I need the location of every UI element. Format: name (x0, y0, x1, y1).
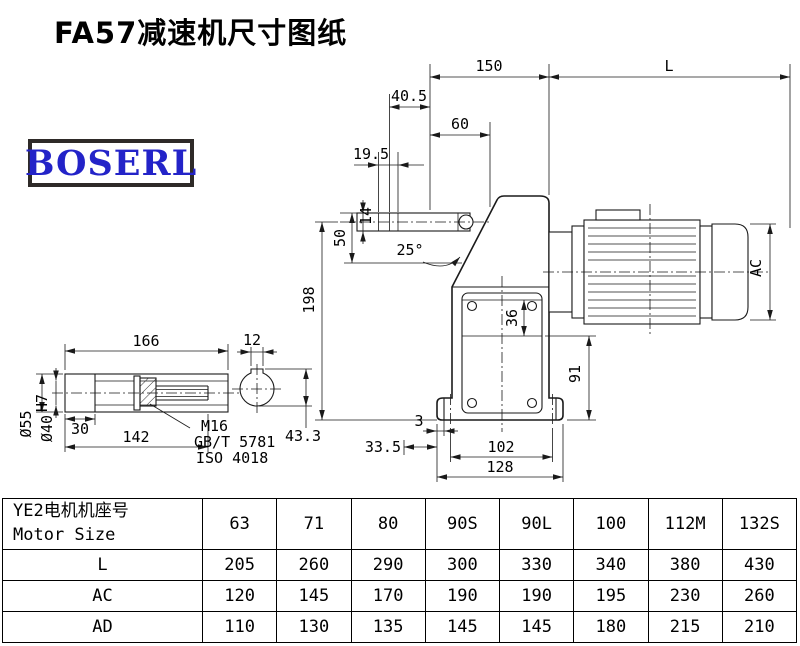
dim-36-label: 36 (503, 309, 521, 327)
dim-angle-label: 25° (396, 241, 423, 259)
table-header-motor-size: YE2电机机座号 Motor Size (2, 498, 203, 550)
input-shaft (340, 212, 492, 232)
dim-3-label: 3 (414, 412, 423, 430)
table-size-header: 90L (498, 498, 575, 550)
table-cell: 145 (424, 611, 501, 643)
dim-102-label: 102 (487, 438, 514, 456)
dim-128-label: 128 (486, 458, 513, 476)
table-size-header: 100 (573, 498, 649, 550)
boserl-logo: BOSERL (24, 139, 198, 187)
dim-166-label: 166 (132, 332, 159, 350)
dimension-labels: 150 L 40.5 60 19.5 14 50 25° 198 36 AC 9… (17, 57, 765, 476)
table-size-header: 80 (350, 498, 426, 550)
gearbox-housing-side-view (436, 195, 564, 432)
table-row-AD: AD 110 130 135 145 145 180 215 210 (2, 611, 798, 643)
note-m16-label: M16 (201, 417, 228, 435)
dim-40-tolerance-label: H7 (33, 394, 51, 412)
dim-142-label: 142 (122, 428, 149, 446)
dim-19-5-label: 19.5 (353, 145, 389, 163)
dim-33-5-label: 33.5 (365, 438, 401, 456)
dim-14-label: 14 (357, 207, 375, 225)
dimension-lines (39, 74, 790, 480)
dim-43-3-label: 43.3 (285, 427, 321, 445)
motor-fins (588, 227, 696, 317)
dim-55-label: Ø55 (17, 410, 35, 437)
angle-leader-arc (422, 256, 461, 267)
table-cell: 190 (498, 580, 575, 612)
table-size-header: 132S (721, 498, 798, 550)
table-cell: 430 (721, 549, 798, 581)
table-cell: 340 (573, 549, 649, 581)
table-cell: 135 (350, 611, 426, 643)
dim-40-label: Ø40 (38, 415, 56, 442)
dim-40-5-label: 40.5 (391, 87, 427, 105)
motor-size-table: YE2电机机座号 Motor Size 63 71 80 90S 90L 100… (2, 498, 798, 643)
table-cell: 180 (573, 611, 649, 643)
table-size-header: 63 (201, 498, 278, 550)
table-row-L: L 205 260 290 300 330 340 380 430 (2, 549, 798, 581)
table-cell: 290 (350, 549, 426, 581)
note-gbt-label: GB/T 5781 (194, 433, 275, 451)
table-cell: 120 (201, 580, 278, 612)
table-cell: 380 (647, 549, 723, 581)
boserl-logo-text: BOSERL (24, 142, 198, 184)
table-cell: 300 (424, 549, 501, 581)
table-cell: 260 (721, 580, 798, 612)
table-cell: 210 (721, 611, 798, 643)
dim-198-label: 198 (300, 286, 318, 313)
table-cell: 145 (276, 580, 352, 612)
dim-12-label: 12 (243, 331, 261, 349)
dim-150-label: 150 (475, 57, 502, 75)
table-cell: 145 (498, 611, 575, 643)
table-cell: 110 (201, 611, 278, 643)
retaining-bolt-head (139, 377, 157, 407)
table-size-header: 90S (424, 498, 501, 550)
table-cell: 190 (424, 580, 501, 612)
dim-91-label: 91 (566, 365, 584, 383)
table-cell: 330 (498, 549, 575, 581)
motor-size-en: Motor Size (13, 525, 116, 545)
table-row-label: L (2, 549, 203, 581)
table-cell: 215 (647, 611, 723, 643)
table-cell: 260 (276, 549, 352, 581)
dim-L-label: L (664, 57, 673, 75)
motor-size-cn: YE2电机机座号 (13, 501, 129, 522)
terminal-box (595, 209, 641, 221)
motor-outline (543, 204, 770, 334)
table-row-label: AC (2, 580, 203, 612)
table-cell: 205 (201, 549, 278, 581)
shaft-bore-section-view (232, 364, 282, 414)
dim-AC-label: AC (747, 259, 765, 277)
gearbox-dimension-drawing: 150 L 40.5 60 19.5 14 50 25° 198 36 AC 9… (17, 57, 791, 482)
table-cell: 130 (276, 611, 352, 643)
dim-60-label: 60 (451, 115, 469, 133)
table-cell: 195 (573, 580, 649, 612)
table-header-row: YE2电机机座号 Motor Size 63 71 80 90S 90L 100… (2, 498, 798, 550)
table-cell: 170 (350, 580, 426, 612)
dim-50-label: 50 (331, 229, 349, 247)
hollow-shaft-detail-view (52, 373, 240, 429)
note-iso-label: ISO 4018 (196, 449, 268, 467)
table-size-header: 112M (647, 498, 723, 550)
table-row-AC: AC 120 145 170 190 190 195 230 260 (2, 580, 798, 612)
bolt-leader-line (149, 403, 191, 429)
table-size-header: 71 (276, 498, 352, 550)
table-row-label: AD (2, 611, 203, 643)
dim-30-label: 30 (71, 420, 89, 438)
page-title: FA57减速机尺寸图纸 (54, 16, 348, 50)
table-cell: 230 (647, 580, 723, 612)
